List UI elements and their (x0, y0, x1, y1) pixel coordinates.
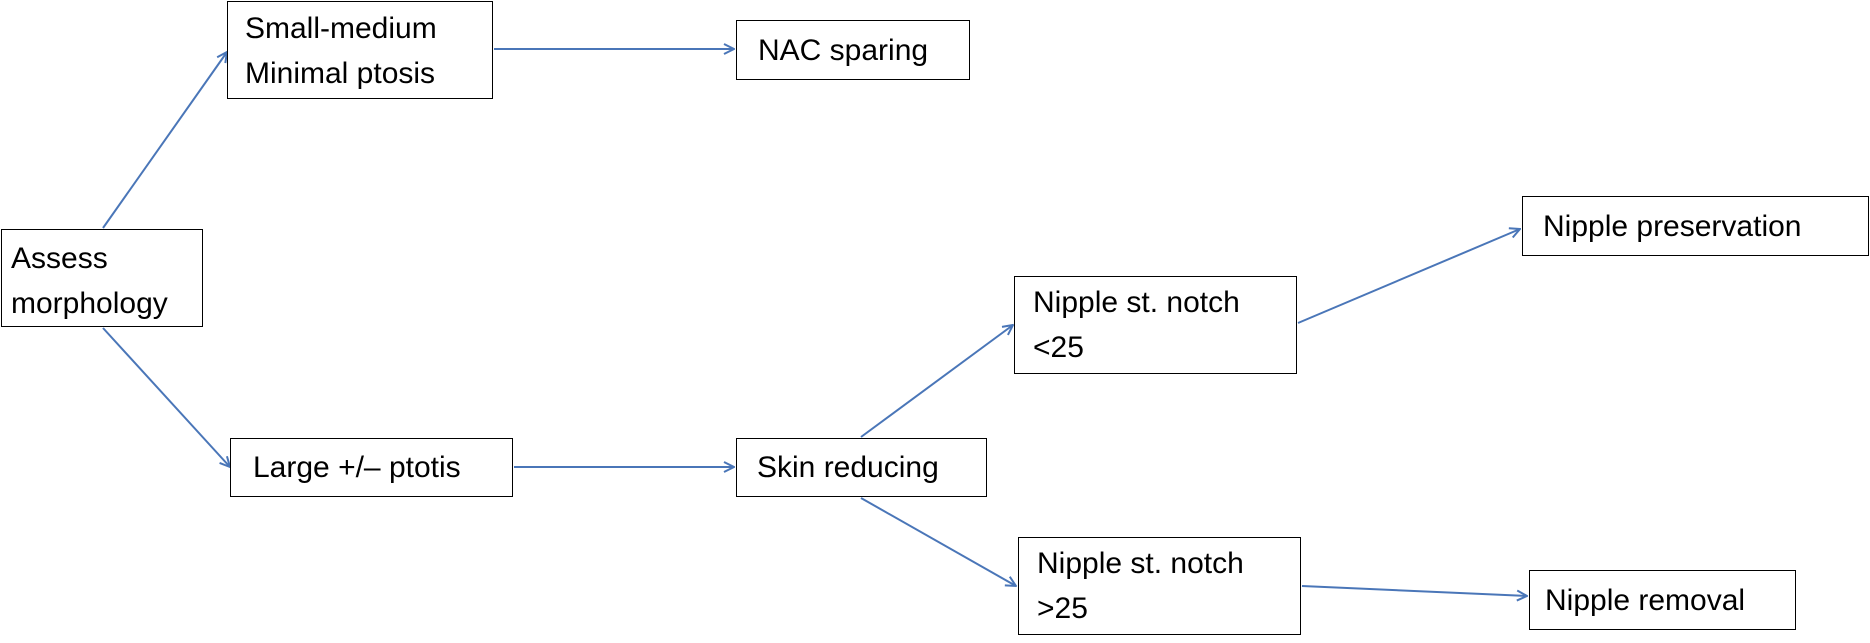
edge-gt25-to-rem (1301, 585, 1527, 596)
node-text-line: <25 (1033, 331, 1084, 364)
node-text-line: Nipple removal (1545, 584, 1746, 617)
node-text-line: Large +/– ptotis (253, 451, 461, 484)
edge-skin-to-lt25 (860, 325, 1013, 438)
node-text-line: Skin reducing (757, 451, 939, 484)
edge-lt25-to-pres (1297, 229, 1520, 324)
node-text-line: Nipple preservation (1543, 210, 1802, 243)
node-text-line: Small-medium (245, 12, 437, 45)
node-text-line: Nipple st. notch (1037, 547, 1244, 580)
edge-skin-to-gt25 (860, 497, 1016, 586)
node-text-line: morphology (11, 287, 168, 320)
node-text-line: Assess (11, 242, 108, 275)
node-large-ptotis: Large +/– ptotis (230, 438, 513, 497)
edge-assess-to-small (102, 52, 227, 229)
node-small-medium: Small-medium Minimal ptosis (227, 1, 493, 99)
node-nipple-notch-lt25: Nipple st. notch <25 (1014, 276, 1297, 374)
node-text-line: >25 (1037, 592, 1088, 625)
node-text-line: Nipple st. notch (1033, 286, 1240, 319)
node-nac-sparing: NAC sparing (736, 20, 970, 80)
node-nipple-removal: Nipple removal (1529, 570, 1796, 630)
node-nipple-preservation: Nipple preservation (1522, 196, 1869, 256)
node-text-line: NAC sparing (758, 34, 929, 67)
edge-assess-to-large (102, 327, 230, 467)
node-skin-reducing: Skin reducing (736, 438, 987, 497)
node-text-line: Minimal ptosis (245, 57, 436, 90)
node-nipple-notch-gt25: Nipple st. notch >25 (1018, 537, 1301, 635)
node-assess-morphology: Assess morphology (1, 229, 203, 327)
